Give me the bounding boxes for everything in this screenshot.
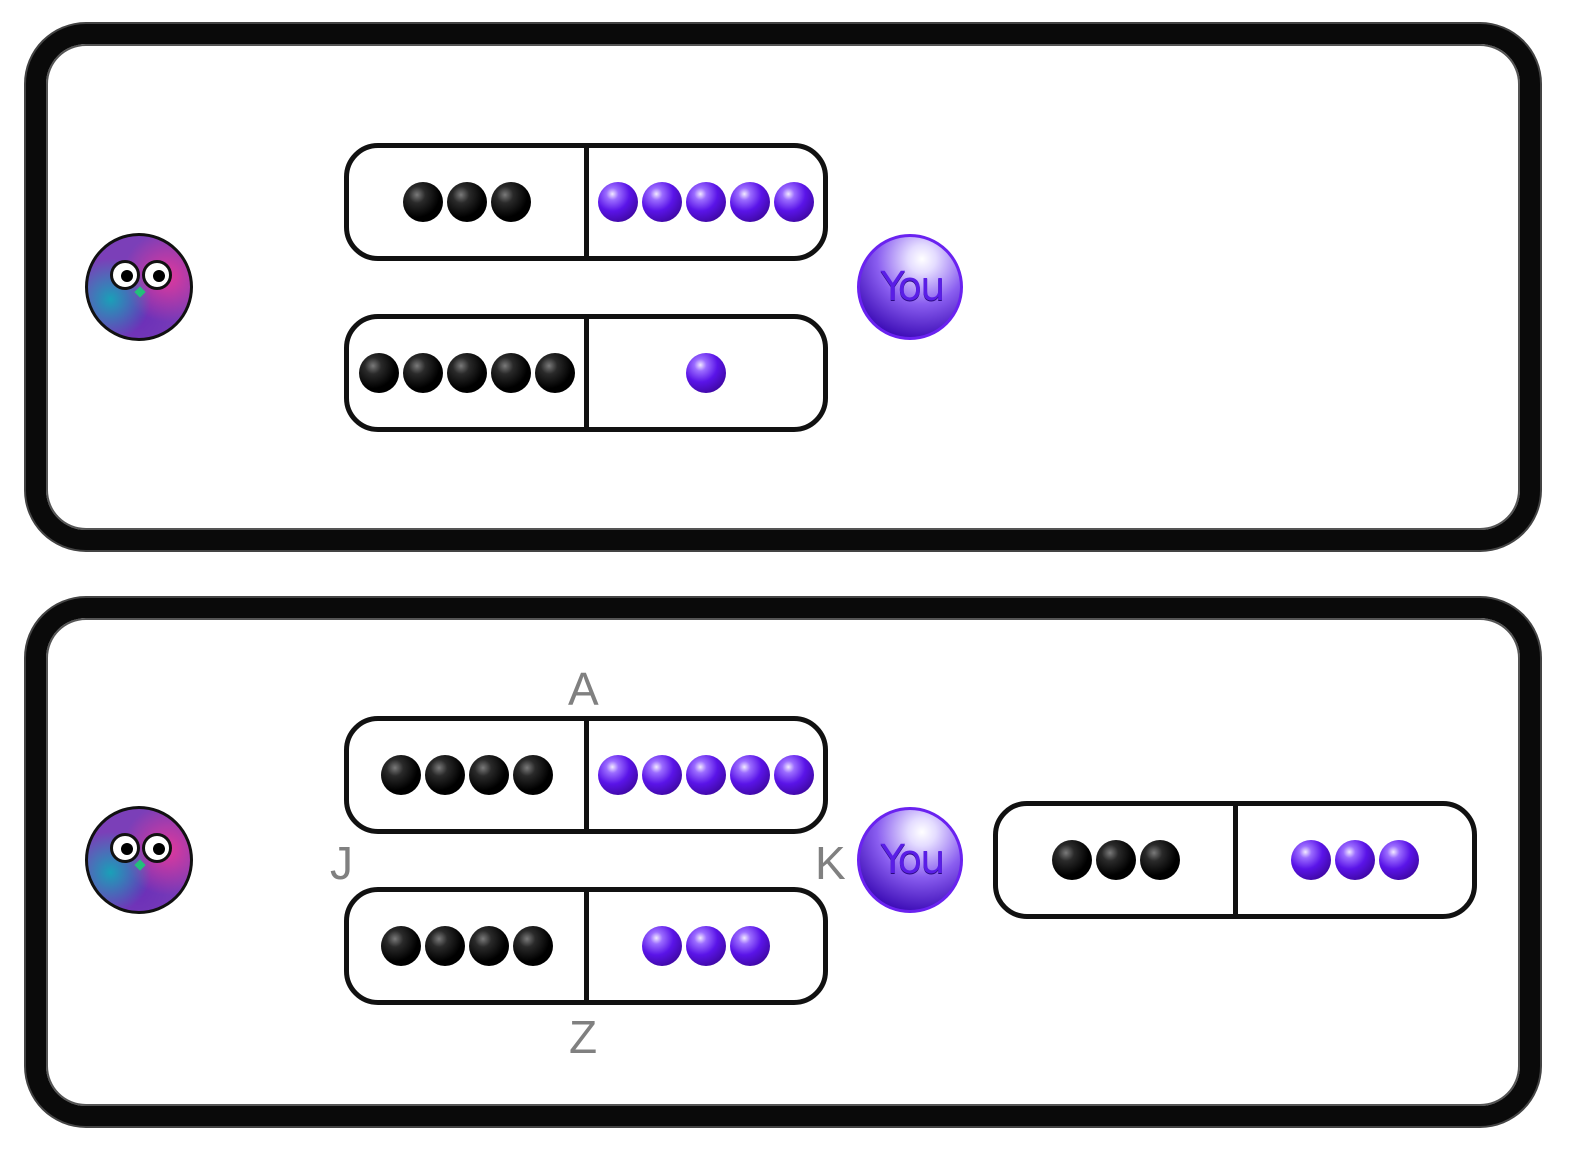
option-divider [584, 148, 589, 256]
black-ball [402, 353, 443, 393]
purple-ball [774, 182, 814, 222]
eye-right [142, 833, 172, 863]
black-ball [402, 182, 443, 222]
label-left: J [330, 837, 353, 889]
you-token: You [857, 234, 963, 340]
black-ball [1051, 840, 1092, 880]
purple-ball-group [589, 148, 823, 256]
option-divider [1233, 806, 1238, 914]
black-ball [512, 755, 553, 795]
purple-ball-group [589, 892, 823, 1000]
purple-ball [686, 926, 726, 966]
creature-avatar [85, 233, 193, 341]
purple-ball [598, 182, 638, 222]
eye-right [142, 260, 172, 290]
black-ball [534, 353, 575, 393]
purple-ball [730, 926, 770, 966]
black-ball [446, 182, 487, 222]
black-ball-group [349, 892, 584, 1000]
label-bottom: Z [569, 1011, 598, 1063]
purple-ball-group [1238, 806, 1472, 914]
purple-ball [642, 926, 682, 966]
eye-left [110, 833, 140, 863]
option-card-upper[interactable] [344, 143, 828, 261]
black-ball [490, 353, 531, 393]
black-ball [1095, 840, 1136, 880]
reference-card [993, 801, 1477, 919]
creature-nose [134, 859, 146, 871]
black-ball-group [998, 806, 1233, 914]
option-card-lower[interactable] [344, 887, 828, 1005]
black-ball [468, 926, 509, 966]
purple-ball [1335, 840, 1375, 880]
label-top: A [568, 663, 599, 715]
purple-ball [642, 755, 682, 795]
black-ball [358, 353, 399, 393]
black-ball [512, 926, 553, 966]
purple-ball [774, 755, 814, 795]
you-label: You [880, 837, 946, 883]
trial-panel-top [26, 24, 1540, 550]
black-ball-group [349, 148, 584, 256]
option-card-upper[interactable] [344, 716, 828, 834]
option-divider [584, 319, 589, 427]
purple-ball [1379, 840, 1419, 880]
black-ball [424, 755, 465, 795]
purple-ball [1291, 840, 1331, 880]
black-ball [468, 755, 509, 795]
black-ball-group [349, 721, 584, 829]
black-ball [490, 182, 531, 222]
purple-ball [686, 353, 726, 393]
option-divider [584, 892, 589, 1000]
purple-ball [598, 755, 638, 795]
purple-ball-group [589, 721, 823, 829]
option-card-lower[interactable] [344, 314, 828, 432]
black-ball [380, 926, 421, 966]
purple-ball [730, 182, 770, 222]
option-divider [584, 721, 589, 829]
purple-ball-group [589, 319, 823, 427]
eye-left [110, 260, 140, 290]
purple-ball [686, 182, 726, 222]
creature-avatar [85, 806, 193, 914]
purple-ball [686, 755, 726, 795]
creature-nose [134, 286, 146, 298]
black-ball [380, 755, 421, 795]
black-ball [1139, 840, 1180, 880]
purple-ball [642, 182, 682, 222]
label-right: K [815, 837, 846, 889]
black-ball-group [349, 319, 584, 427]
you-label: You [880, 264, 946, 310]
you-token: You [857, 807, 963, 913]
purple-ball [730, 755, 770, 795]
black-ball [424, 926, 465, 966]
black-ball [446, 353, 487, 393]
